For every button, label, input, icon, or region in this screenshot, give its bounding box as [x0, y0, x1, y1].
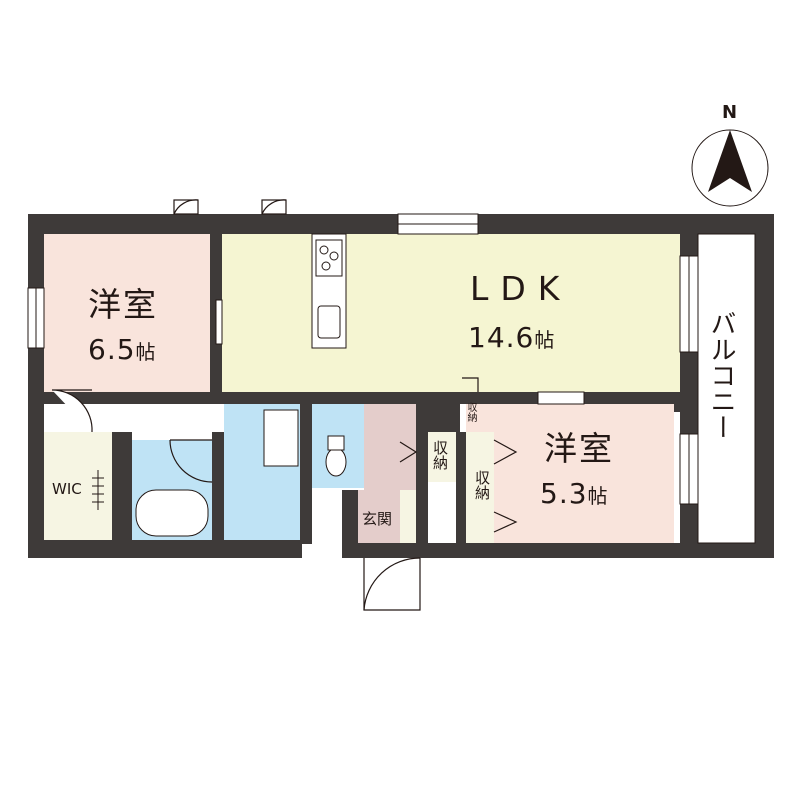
western-room-2: [466, 404, 674, 543]
ldk-size-unit: 帖: [534, 328, 556, 352]
ldk-room: [222, 234, 680, 392]
doors: [51, 199, 518, 611]
entrance-area: [358, 490, 400, 543]
western-room-1-size: 6.5帖: [88, 336, 157, 364]
washbasin-icon: [263, 409, 299, 467]
sink-icon: [317, 305, 341, 339]
stove-burner-icon: [329, 251, 339, 261]
shoe-storage: [400, 490, 416, 543]
bathtub-icon: [135, 489, 209, 537]
western-room-2-size-value: 5.3: [540, 477, 588, 510]
toilet-icon: [325, 447, 347, 477]
room-storage-label: 収納: [473, 470, 491, 500]
western-room-2-name: 洋室: [544, 429, 614, 468]
wic-hanger: [92, 470, 104, 510]
kitchen-counter: [311, 233, 347, 349]
stove-burner-icon: [321, 261, 331, 271]
compass-north-label: N: [722, 102, 738, 123]
entry-storage-label: 収納: [431, 440, 449, 470]
western-room-1-size-unit: 帖: [135, 340, 157, 364]
western-room-1-name: 洋室: [88, 285, 158, 324]
western-room-1: [44, 234, 210, 392]
ldk-name: LDK: [470, 269, 572, 308]
wic-label: WIC: [52, 480, 82, 498]
ldk-size: 14.6帖: [468, 324, 555, 352]
entrance-label: 玄関: [362, 510, 393, 528]
windows: [27, 213, 699, 505]
balcony-label: バルコニー: [706, 310, 736, 440]
fixtures: [135, 409, 347, 537]
room-storage: [466, 432, 494, 543]
north-compass-icon: [691, 129, 769, 207]
entry-storage: [428, 432, 456, 482]
small-storage-label: 収納: [465, 402, 476, 422]
balcony-area: [697, 233, 756, 544]
stove-burner-icon: [319, 245, 329, 255]
western-room-2-size: 5.3帖: [540, 480, 609, 508]
western-room-1-size-value: 6.5: [88, 333, 136, 366]
western-room-2-size-unit: 帖: [587, 484, 609, 508]
ldk-size-value: 14.6: [468, 321, 535, 354]
